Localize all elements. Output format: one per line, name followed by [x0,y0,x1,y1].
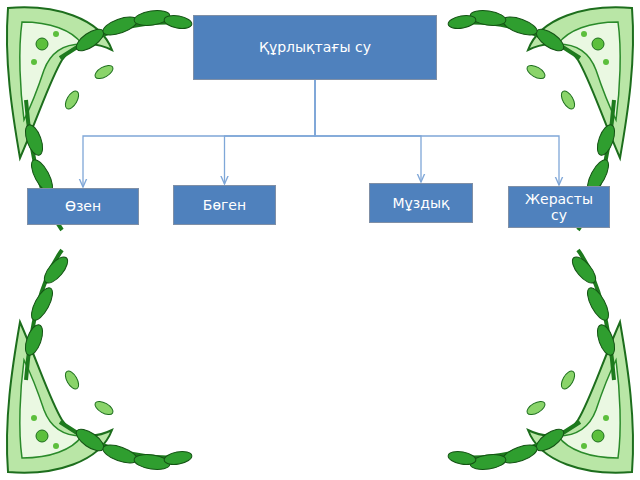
connector [225,80,316,184]
connector [83,80,315,187]
box-label: Мұздық [393,195,450,211]
box-label: Өзен [65,198,101,214]
box-label: Жерасты су [517,191,601,223]
category-box: Өзен [27,188,139,225]
connector [315,80,421,182]
category-box: Мұздық [369,183,473,223]
box-label: Бөген [203,197,246,213]
corner-ornament [447,7,633,230]
corner-ornament [7,7,193,230]
connector [315,80,559,185]
root-box: Құрлықтағы су [193,15,437,80]
category-box: Бөген [173,185,276,225]
box-label: Құрлықтағы су [259,39,371,55]
category-box: Жерасты су [508,186,610,228]
corner-ornament [7,250,193,473]
corner-ornament [447,250,633,473]
